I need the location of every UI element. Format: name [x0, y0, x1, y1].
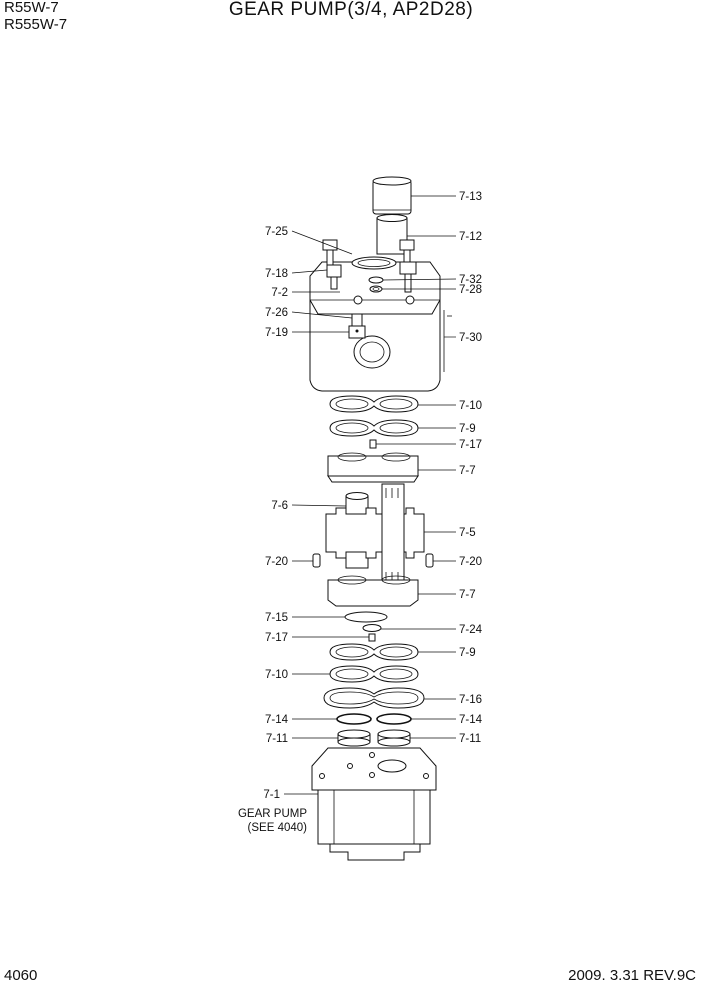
callout-7-1: 7-1 [263, 789, 280, 801]
part-7-7-bushing-upper [327, 452, 419, 483]
part-7-11-bushing-left [337, 729, 371, 747]
callout-7-11-right: 7-11 [459, 733, 481, 745]
part-7-16-gasket [323, 687, 425, 709]
part-7-14-oring-right [376, 713, 412, 725]
part-7-20-pin-left [312, 553, 321, 568]
callout-7-15: 7-15 [265, 612, 288, 624]
part-7-13-cap [372, 176, 412, 215]
callout-7-17-lower: 7-17 [265, 632, 288, 644]
callout-7-26: 7-26 [265, 307, 288, 319]
revision-date: 2009. 3.31 REV.9C [568, 967, 696, 984]
part-7-15-oring [344, 611, 388, 623]
callout-7-14-left: 7-14 [265, 714, 289, 726]
model-code-2: R555W-7 [4, 16, 68, 33]
callout-7-7-lower: 7-7 [459, 589, 476, 601]
part-7-17-pin-upper [369, 439, 377, 449]
note-see-page: (SEE 4040) [248, 822, 308, 834]
part-7-9-seal-lower [329, 643, 419, 661]
part-7-2-housing [309, 261, 441, 392]
callout-7-9-upper: 7-9 [459, 423, 476, 435]
note-gear-pump: GEAR PUMP [238, 808, 307, 820]
part-7-17-pin-lower [368, 633, 376, 642]
page-title: GEAR PUMP(3/4, AP2D28) [228, 0, 474, 20]
part-7-18-bolts [322, 239, 417, 293]
part-7-5-drive-gear [325, 483, 425, 585]
callout-7-20-left: 7-20 [265, 556, 288, 568]
callout-7-13: 7-13 [459, 191, 482, 203]
callout-7-28: 7-28 [459, 284, 482, 296]
model-code-1: R55W-7 [4, 0, 59, 16]
callout-7-9-lower: 7-9 [459, 647, 476, 659]
part-7-14-oring-left [336, 713, 372, 725]
callout-7-32: 7-32 [459, 274, 482, 286]
callout-7-25: 7-25 [265, 226, 288, 238]
callout-7-10-lower: 7-10 [265, 669, 288, 681]
callout-7-7-upper: 7-7 [459, 465, 476, 477]
part-7-25-plate [351, 256, 397, 293]
callout-7-16: 7-16 [459, 694, 482, 706]
callout-7-14-right: 7-14 [459, 714, 483, 726]
callout-7-20-right: 7-20 [459, 556, 482, 568]
callout-7-5: 7-5 [459, 527, 476, 539]
part-7-10-plate-upper [329, 395, 419, 413]
part-7-24-oring [362, 624, 382, 632]
part-7-7-bushing-lower [327, 575, 419, 607]
part-7-10-plate-lower [329, 665, 419, 683]
callout-7-19: 7-19 [265, 327, 288, 339]
leader-lines [284, 195, 457, 795]
callout-7-11-left: 7-11 [266, 733, 288, 745]
part-7-9-seal-upper [329, 419, 419, 437]
callout-7-2: 7-2 [271, 287, 288, 299]
callout-7-12: 7-12 [459, 231, 482, 243]
part-7-1-gear-pump-body [311, 747, 437, 861]
callout-7-10-upper: 7-10 [459, 400, 482, 412]
part-7-20-pin-right [425, 553, 434, 568]
part-7-11-bushing-right [377, 729, 411, 747]
callout-7-6: 7-6 [271, 500, 288, 512]
callout-7-17-upper: 7-17 [459, 439, 482, 451]
page-number: 4060 [4, 967, 38, 984]
callout-7-30: 7-30 [459, 332, 482, 344]
callout-7-18: 7-18 [265, 268, 288, 280]
callout-7-24: 7-24 [459, 624, 483, 636]
part-7-30-shim [443, 310, 452, 372]
